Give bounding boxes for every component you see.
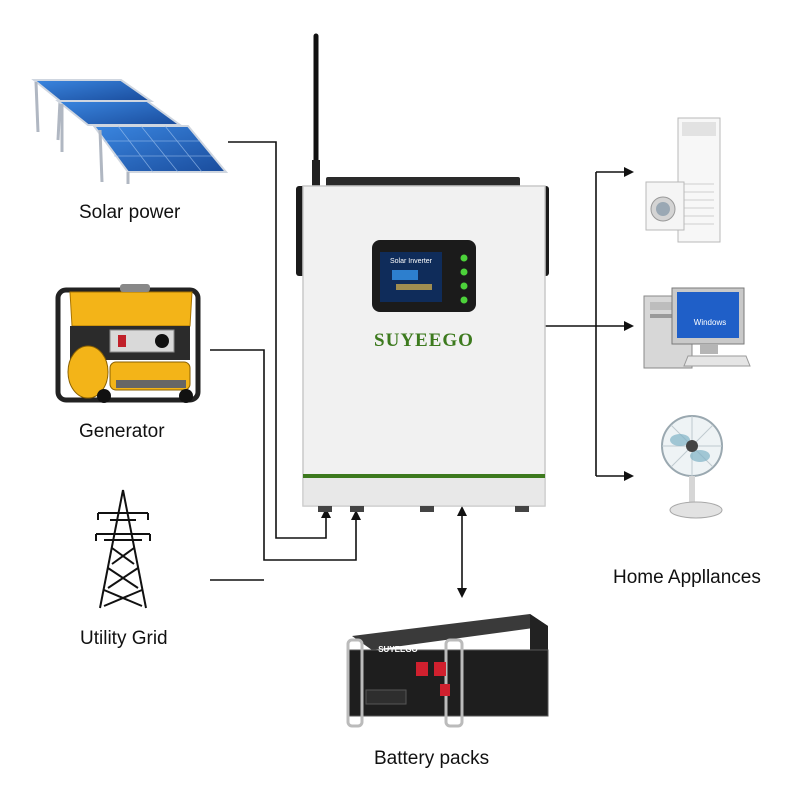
computer-screen-text: Windows	[694, 318, 726, 327]
solar-panel-back	[31, 79, 155, 141]
solar-line	[228, 141, 331, 539]
solar-panels	[31, 79, 229, 184]
solar-panel-front	[92, 125, 229, 184]
battery-brand: SUYEEGO	[378, 645, 418, 654]
air-conditioner-and-washer	[645, 117, 721, 243]
utility-grid-label: Utility Grid	[80, 628, 168, 649]
battery-pack: SUYEEGO	[346, 614, 549, 728]
home-appliances-label: Home Appllances	[613, 567, 761, 588]
generator-line	[210, 349, 361, 561]
connection-lines	[210, 141, 634, 598]
inverter: Solar Inverter SUYEEGO	[296, 33, 549, 512]
inverter-screen-title: Solar Inverter	[390, 258, 433, 265]
solar-power-label: Solar power	[79, 202, 181, 223]
fan	[661, 415, 723, 519]
computer: Windows	[643, 287, 751, 369]
inverter-brand: SUYEEGO	[374, 330, 474, 351]
generator	[55, 284, 201, 403]
utility-tower	[95, 489, 151, 609]
generator-label: Generator	[79, 421, 165, 442]
battery-packs-label: Battery packs	[374, 748, 490, 769]
